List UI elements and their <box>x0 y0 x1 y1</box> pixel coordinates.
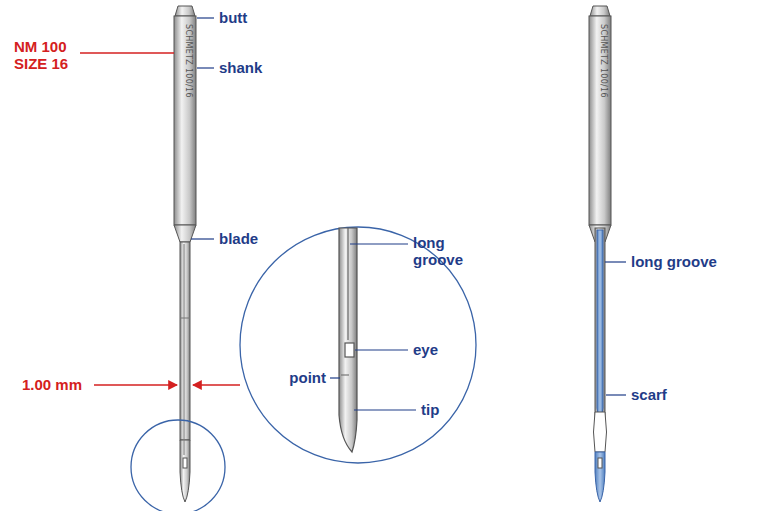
dimension-label: 1.00 mm <box>22 376 82 393</box>
dimension-arrow <box>94 384 177 385</box>
dimension-arrow <box>193 384 240 385</box>
part-name: long groove <box>631 253 717 270</box>
leader-lines <box>191 18 214 239</box>
part-name: shank <box>219 59 262 76</box>
part-name: tip <box>421 401 439 418</box>
needle-right <box>589 6 611 502</box>
leader-lines <box>330 244 416 410</box>
leader-lines <box>605 262 626 395</box>
part-name: eye <box>413 341 438 358</box>
needle-left <box>174 6 196 502</box>
needle-detail <box>339 228 357 452</box>
zoom-circle <box>131 420 225 511</box>
part-name: scarf <box>631 386 667 403</box>
brand-print: SCHMETZ 100/16 <box>599 24 608 98</box>
detail-circle <box>240 227 476 463</box>
size-label: NM 100 SIZE 16 <box>14 38 80 73</box>
brand-print: SCHMETZ 100/16 <box>184 24 193 98</box>
part-name: blade <box>219 230 258 247</box>
part-name: long groove <box>413 234 473 269</box>
part-name: butt <box>219 9 247 26</box>
size-leader <box>80 52 174 53</box>
part-name: point <box>289 369 326 386</box>
